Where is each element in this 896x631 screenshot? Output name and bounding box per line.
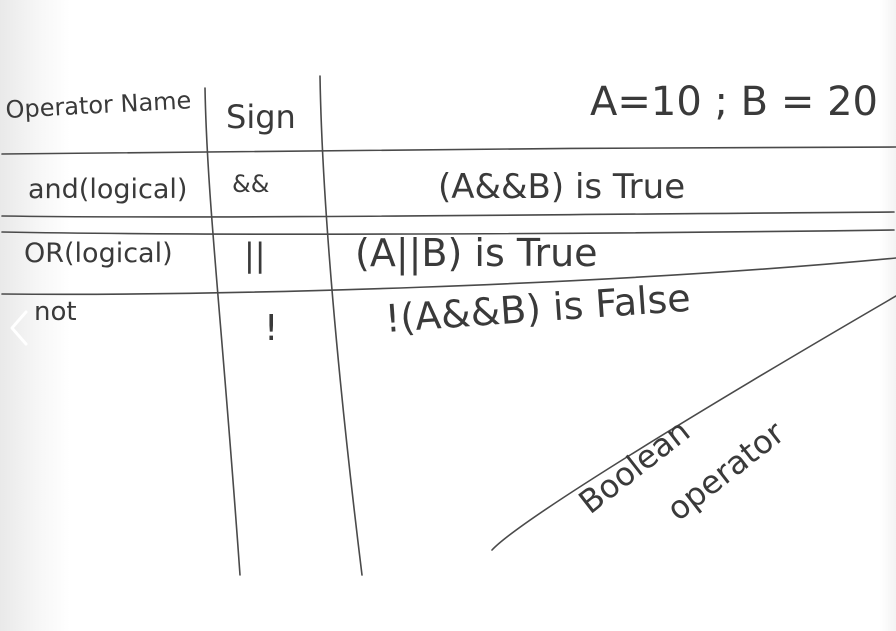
- row-3-name: not: [34, 297, 77, 327]
- row-1-name: and(logical): [28, 174, 187, 205]
- row-line-4: [1, 257, 896, 296]
- column-divider-1: [204, 87, 241, 576]
- column-divider-2: [319, 75, 363, 576]
- row-line-3: [1, 229, 895, 235]
- row-3-example: !(A&&B) is False: [384, 276, 692, 341]
- row-1-example: (A&&B) is True: [438, 167, 685, 207]
- diagonal-line: [491, 295, 896, 551]
- row-2-name: OR(logical): [24, 238, 173, 269]
- header-sign: Sign: [226, 98, 296, 136]
- row-3-sign: !: [264, 308, 278, 349]
- header-operator-name: Operator Name: [5, 86, 192, 124]
- row-2-example: (A||B) is True: [355, 231, 598, 276]
- given-values: A=10 ; B = 20: [590, 79, 878, 125]
- row-line-1: [1, 146, 896, 155]
- row-1-sign: &&: [232, 170, 269, 198]
- chevron-left-icon[interactable]: [6, 308, 32, 348]
- row-2-sign: ||: [244, 236, 266, 274]
- row-line-2: [1, 211, 895, 218]
